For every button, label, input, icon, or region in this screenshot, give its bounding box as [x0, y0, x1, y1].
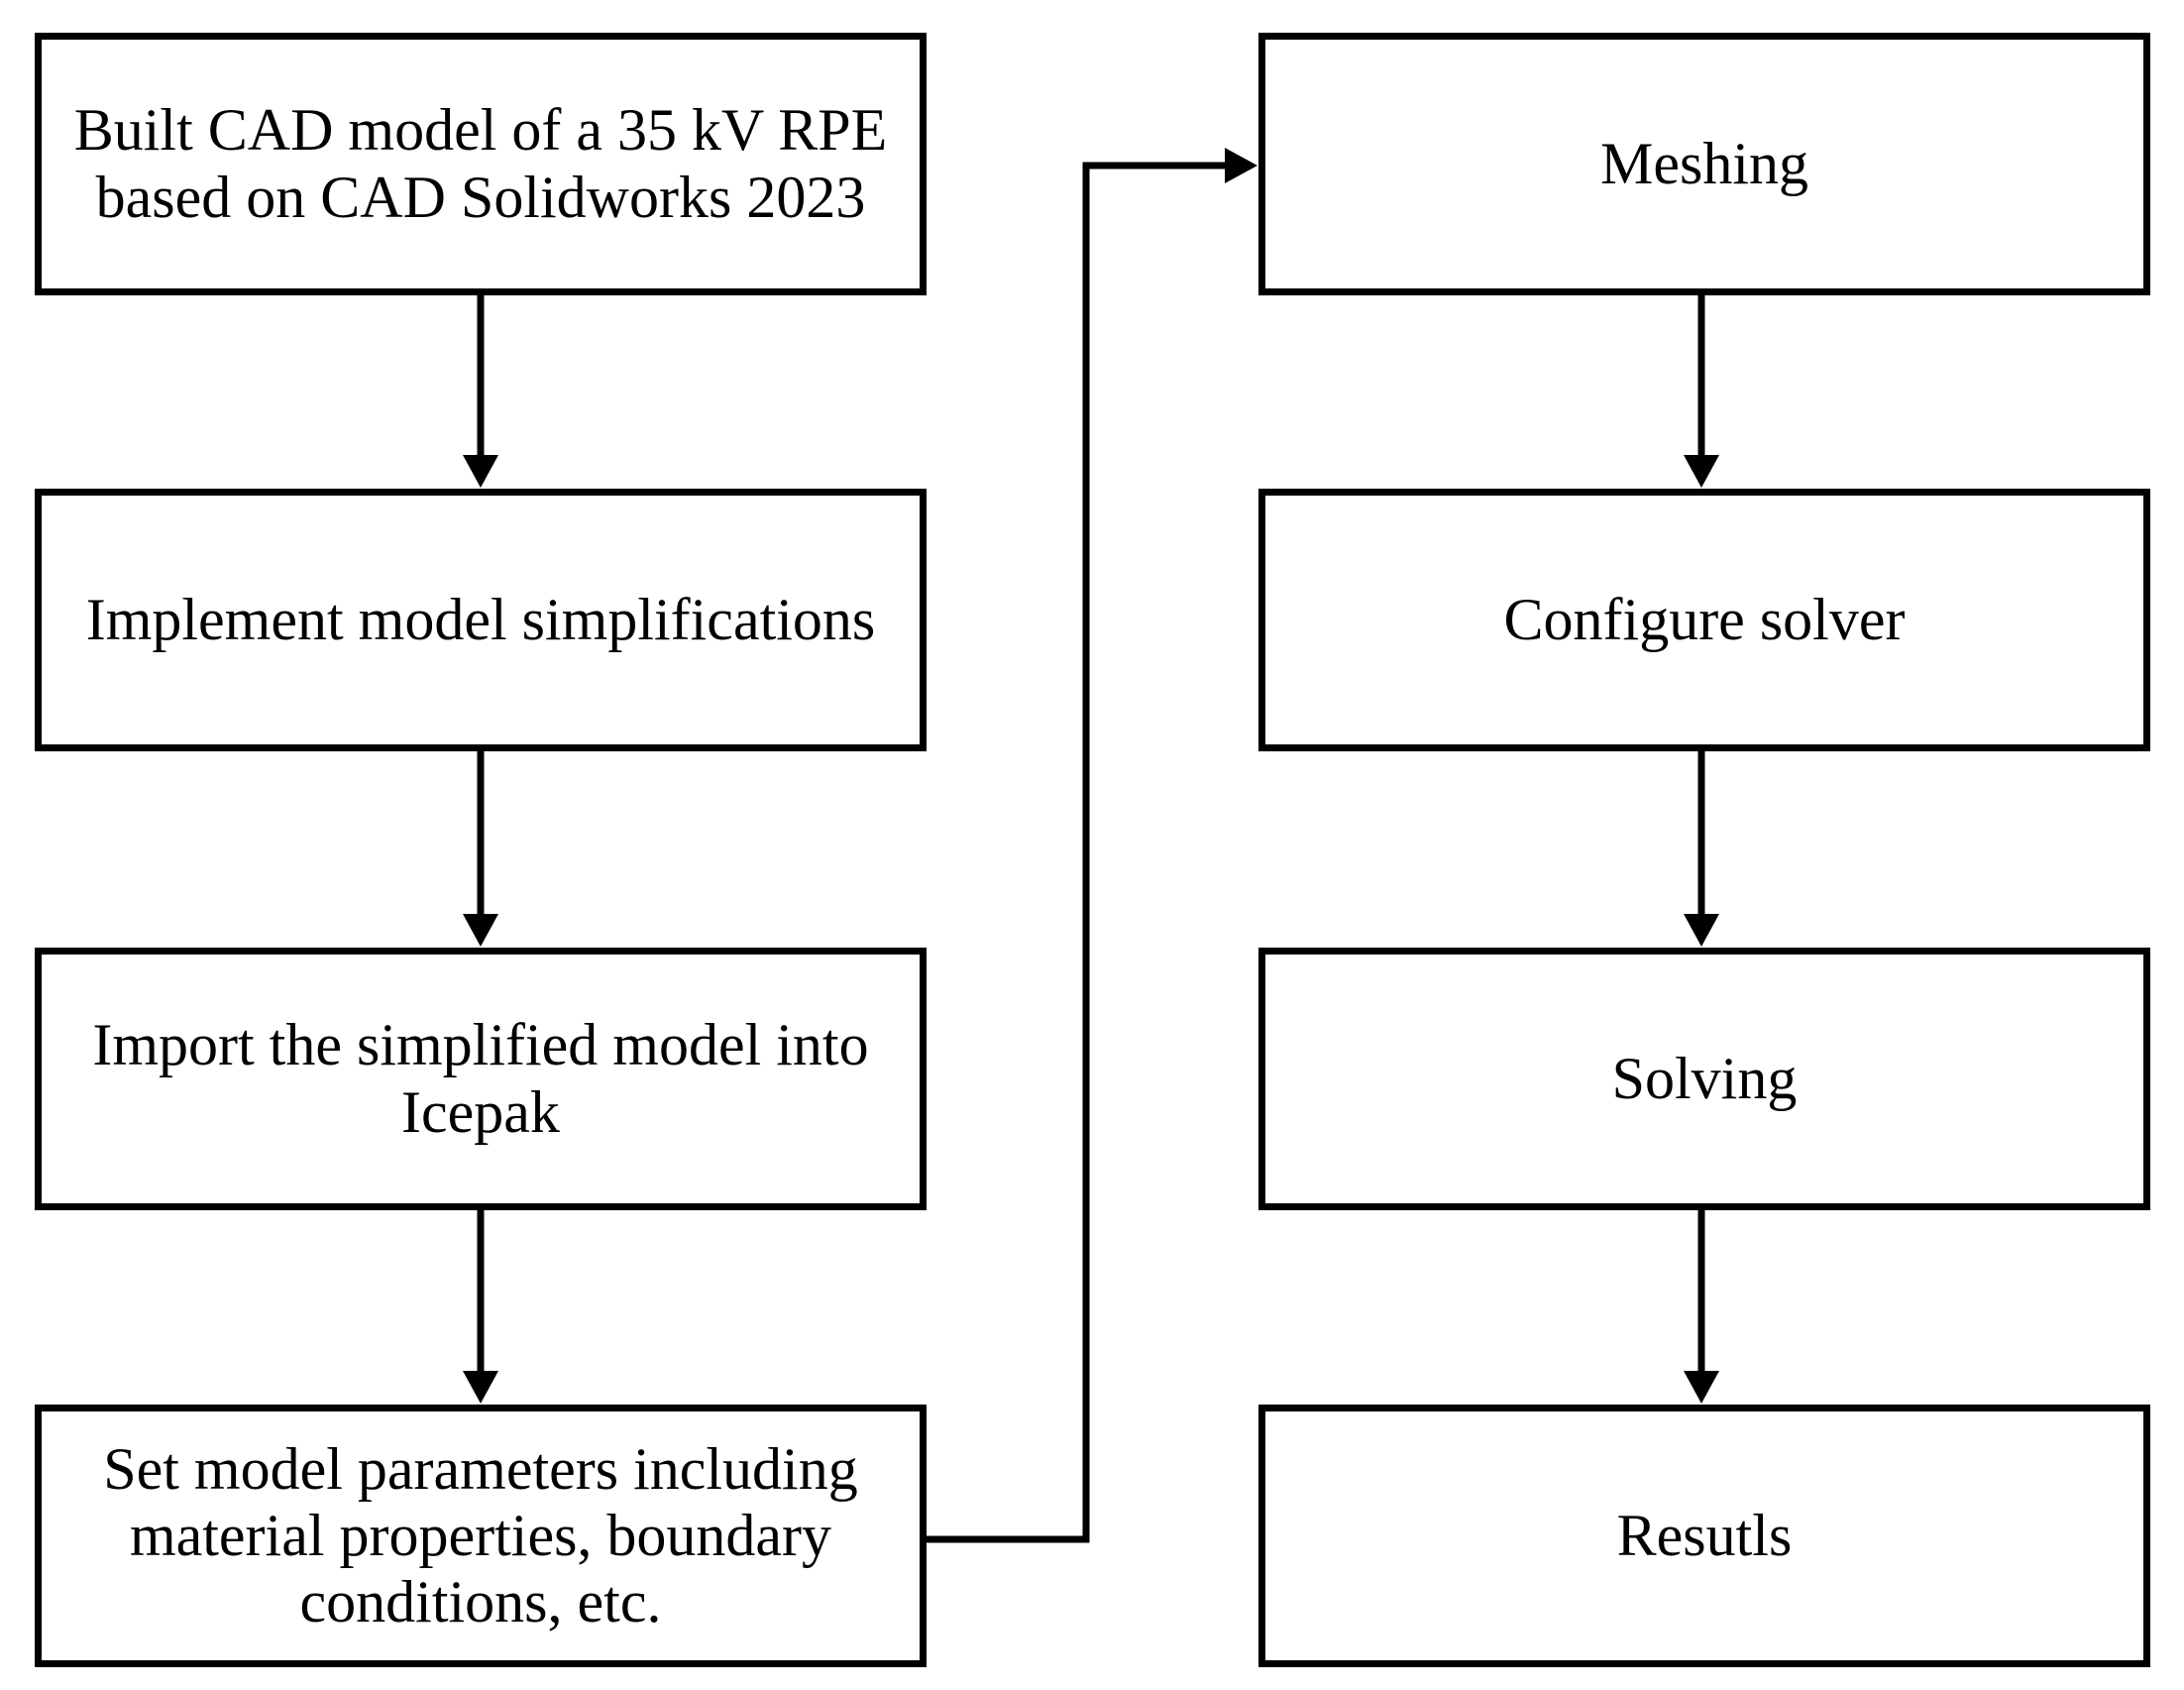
node-results: Resutls	[1258, 1405, 2150, 1667]
node-build-cad-model: Built CAD model of a 35 kV RPE based on …	[35, 33, 927, 295]
arrow-import-to-parameters	[463, 1210, 498, 1404]
arrow-build-to-simplifications	[463, 295, 498, 488]
node-configure-solver: Configure solver	[1258, 489, 2150, 751]
node-meshing: Meshing	[1258, 33, 2150, 295]
node-import-into-icepak: Import the simplified model into Icepak	[35, 948, 927, 1210]
arrow-simplifications-to-import	[463, 751, 498, 947]
node-set-model-parameters: Set model parameters including material …	[35, 1405, 927, 1667]
arrow-meshing-to-configure-solver	[1684, 295, 1719, 488]
arrow-solving-to-results	[1684, 1210, 1719, 1404]
node-implement-simplifications: Implement model simplifications	[35, 489, 927, 751]
arrow-parameters-to-meshing	[927, 148, 1257, 1543]
node-solving: Solving	[1258, 948, 2150, 1210]
arrow-configure-solver-to-solving	[1684, 751, 1719, 947]
